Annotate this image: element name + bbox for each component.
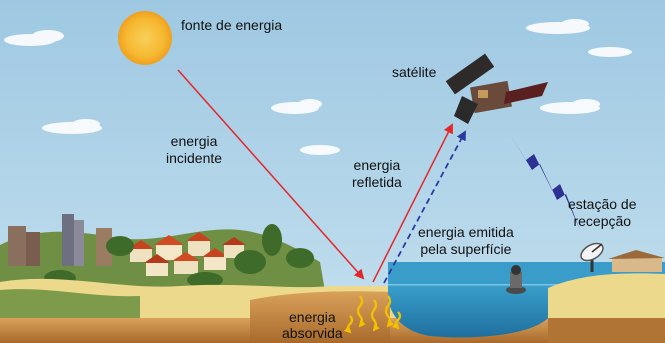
reflected-energy-arrow bbox=[372, 123, 453, 283]
reflected-energy-line-1: energia bbox=[353, 157, 401, 173]
receiving-station-label: estação de recepção bbox=[568, 196, 637, 230]
reflected-energy-label: energia refletida bbox=[352, 157, 402, 191]
incident-energy-label: energia incidente bbox=[166, 133, 222, 167]
trees bbox=[44, 224, 314, 288]
energy-source-label: fonte de energia bbox=[181, 17, 283, 33]
receiving-station-line-1: estação de bbox=[568, 196, 637, 212]
absorbed-energy-label: energia absorvida bbox=[282, 309, 343, 341]
incident-energy-arrow bbox=[177, 69, 365, 280]
absorbed-energy-arrows bbox=[343, 295, 402, 334]
absorbed-energy-line-1: energia bbox=[289, 309, 336, 325]
boat bbox=[506, 265, 526, 294]
emitted-energy-label: energia emitida pela superfície bbox=[418, 224, 514, 258]
ground-right bbox=[548, 273, 665, 320]
emitted-energy-line-2: pela superfície bbox=[420, 241, 512, 257]
incident-energy-line-1: energia bbox=[170, 133, 218, 149]
sun-icon bbox=[118, 11, 172, 65]
clouds bbox=[4, 19, 632, 155]
receiving-station-line-2: recepção bbox=[573, 213, 632, 229]
town-houses bbox=[128, 232, 246, 276]
reflected-energy-line-2: refletida bbox=[352, 174, 402, 190]
water-body bbox=[388, 284, 560, 338]
receiving-station-dish-icon bbox=[580, 242, 604, 272]
satellite-label: satélite bbox=[392, 64, 437, 80]
tall-buildings bbox=[8, 214, 112, 266]
satellite-icon bbox=[445, 53, 548, 124]
emitted-energy-arrow bbox=[383, 130, 466, 284]
incident-energy-line-2: incidente bbox=[166, 150, 223, 166]
absorbed-energy-line-2: absorvida bbox=[282, 325, 343, 341]
emitted-energy-line-1: energia emitida bbox=[418, 224, 514, 240]
